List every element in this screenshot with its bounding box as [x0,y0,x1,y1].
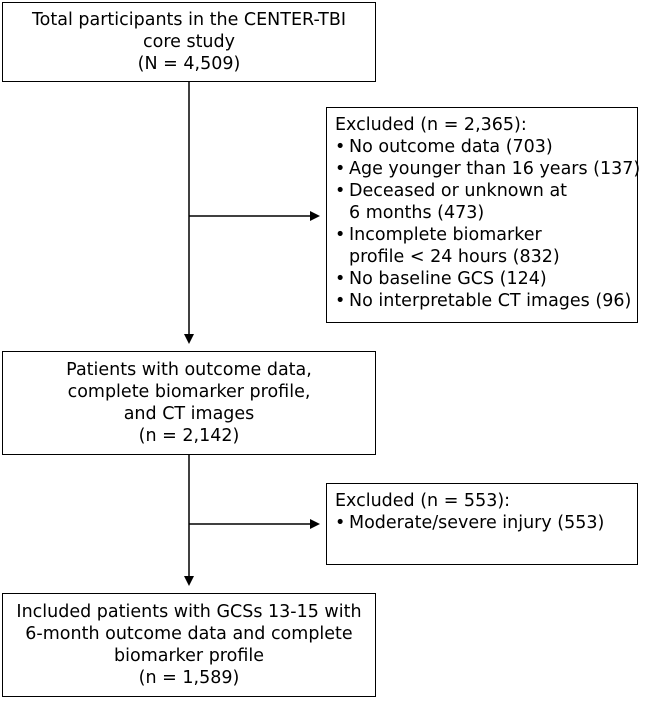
excluded-1-item: Age younger than 16 years (137) [335,158,641,180]
box-outcome-line-4: (n = 2,142) [138,426,240,446]
box-total-participants: Total participants in the CENTER-TBI cor… [2,2,376,82]
box-total-line-3: (N = 4,509) [137,54,241,74]
box-included-line-4: (n = 1,589) [138,668,240,688]
excluded-1-item-text: No interpretable CT images (96) [349,291,632,311]
excluded-1-item: No outcome data (703) [335,136,629,158]
excluded-1-item: No baseline GCS (124) [335,268,629,290]
excluded-1-item-text: 6 months (473) [349,203,485,223]
excluded-2-title: Excluded (n = 553): [335,491,511,511]
box-outcome-line-1: Patients with outcome data, [66,360,312,380]
excluded-2-list: Moderate/severe injury (553) [335,512,629,534]
excluded-1-item-text: Age younger than 16 years (137) [349,159,641,179]
excluded-1-item-text: Incomplete biomarker [349,225,542,245]
box-included-patients: Included patients with GCSs 13-15 with 6… [2,593,376,697]
box-outcome-line-2: complete biomarker profile, [67,382,311,402]
excluded-2-item: Moderate/severe injury (553) [335,512,629,534]
excluded-1-item: Deceased or unknown at 6 months (473) [335,180,629,224]
box-included-line-1: Included patients with GCSs 13-15 with [16,602,362,622]
excluded-2-item-text: Moderate/severe injury (553) [349,513,605,533]
excluded-1-item: Incomplete biomarker profile < 24 hours … [335,224,629,268]
excluded-1-list: No outcome data (703) Age younger than 1… [335,136,641,312]
box-outcome-patients: Patients with outcome data, complete bio… [2,351,376,455]
box-included-line-2: 6-month outcome data and complete [25,624,353,644]
excluded-1-item-text: profile < 24 hours (832) [349,247,560,267]
box-outcome-line-3: and CT images [123,404,255,424]
box-total-line-2: core study [142,32,235,52]
box-excluded-2: Excluded (n = 553): Moderate/severe inju… [326,483,638,565]
excluded-1-item-text: No baseline GCS (124) [349,269,547,289]
excluded-1-item: No interpretable CT images (96) [335,290,632,312]
excluded-1-item-text: No outcome data (703) [349,137,553,157]
box-included-line-3: biomarker profile [114,646,264,666]
excluded-1-item-text: Deceased or unknown at [349,181,568,201]
box-total-line-1: Total participants in the CENTER-TBI [31,10,347,30]
box-excluded-1: Excluded (n = 2,365): No outcome data (7… [326,107,641,323]
excluded-1-title: Excluded (n = 2,365): [335,115,527,135]
